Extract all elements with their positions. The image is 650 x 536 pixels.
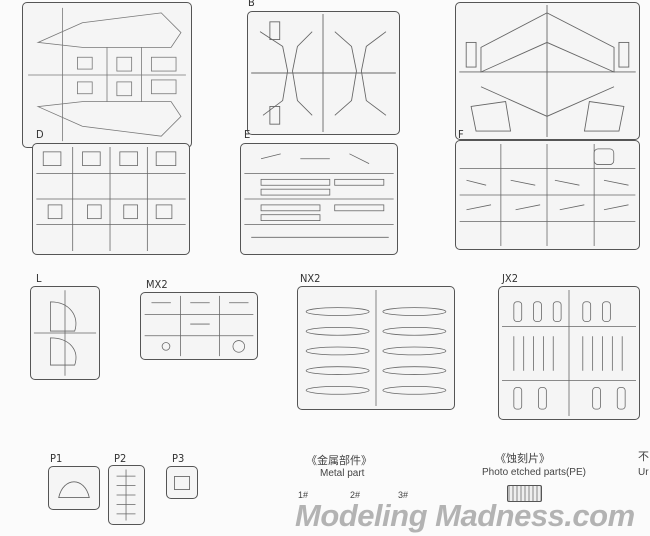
sprue-a-drawing — [28, 7, 186, 142]
sprue-b — [247, 11, 400, 135]
sprue-label-b: B — [248, 0, 255, 9]
sprue-mx2 — [140, 292, 258, 360]
sprue-label-f: F — [458, 128, 464, 141]
sprue-jx2 — [498, 286, 640, 420]
sprue-nx2 — [297, 286, 455, 410]
metal-part-3: 3# — [398, 490, 409, 500]
sprue-p2-drawing — [116, 469, 136, 521]
sprue-label-p1: P1 — [50, 452, 63, 465]
cutoff-text-cn: 不 — [638, 451, 649, 463]
sprue-label-e: E — [244, 128, 251, 141]
sprue-label-nx2: NX2 — [300, 272, 321, 285]
metal-part-title-cn: 《金属部件》 — [306, 455, 372, 467]
sprue-d — [32, 143, 190, 255]
sprue-p3-drawing — [174, 475, 190, 490]
sprue-nx2-drawing — [305, 289, 447, 407]
sprue-label-jx2: JX2 — [502, 272, 518, 285]
sprue-p3 — [166, 466, 198, 499]
sprue-a — [22, 2, 192, 148]
sprue-e-drawing — [244, 153, 394, 238]
metal-part-1: 1# — [298, 490, 309, 500]
cutoff-text-en: Ur — [638, 467, 649, 478]
sprue-l — [30, 286, 100, 380]
sprue-f — [455, 140, 640, 250]
sprue-p1-drawing — [58, 481, 90, 498]
metal-part-2: 2# — [350, 490, 361, 500]
pe-title-en: Photo etched parts(PE) — [482, 467, 586, 478]
sprue-label-p2: P2 — [114, 452, 127, 465]
sprue-f-drawing — [459, 143, 636, 247]
sprue-label-p3: P3 — [172, 452, 185, 465]
watermark: Modeling Madness.com — [295, 498, 635, 533]
sprue-label-l: L — [36, 272, 42, 285]
sprue-jx2-drawing — [502, 289, 636, 417]
sprue-mx2-drawing — [144, 295, 254, 357]
sprue-label-d: D — [36, 128, 44, 141]
sprue-p1 — [48, 466, 100, 510]
sprue-l-drawing — [33, 290, 97, 376]
sprue-b-drawing — [251, 13, 396, 133]
pe-title-cn: 《蚀刻片》 — [495, 453, 550, 465]
sprue-c-drawing — [459, 4, 636, 138]
sprue-label-mx2: MX2 — [146, 278, 168, 291]
pe-fret-icon — [507, 485, 542, 502]
metal-part-title-en: Metal part — [320, 468, 365, 479]
sprue-c — [455, 2, 640, 140]
sprue-e — [240, 143, 398, 255]
sprue-d-drawing — [36, 146, 186, 252]
sprue-p2 — [108, 465, 145, 525]
